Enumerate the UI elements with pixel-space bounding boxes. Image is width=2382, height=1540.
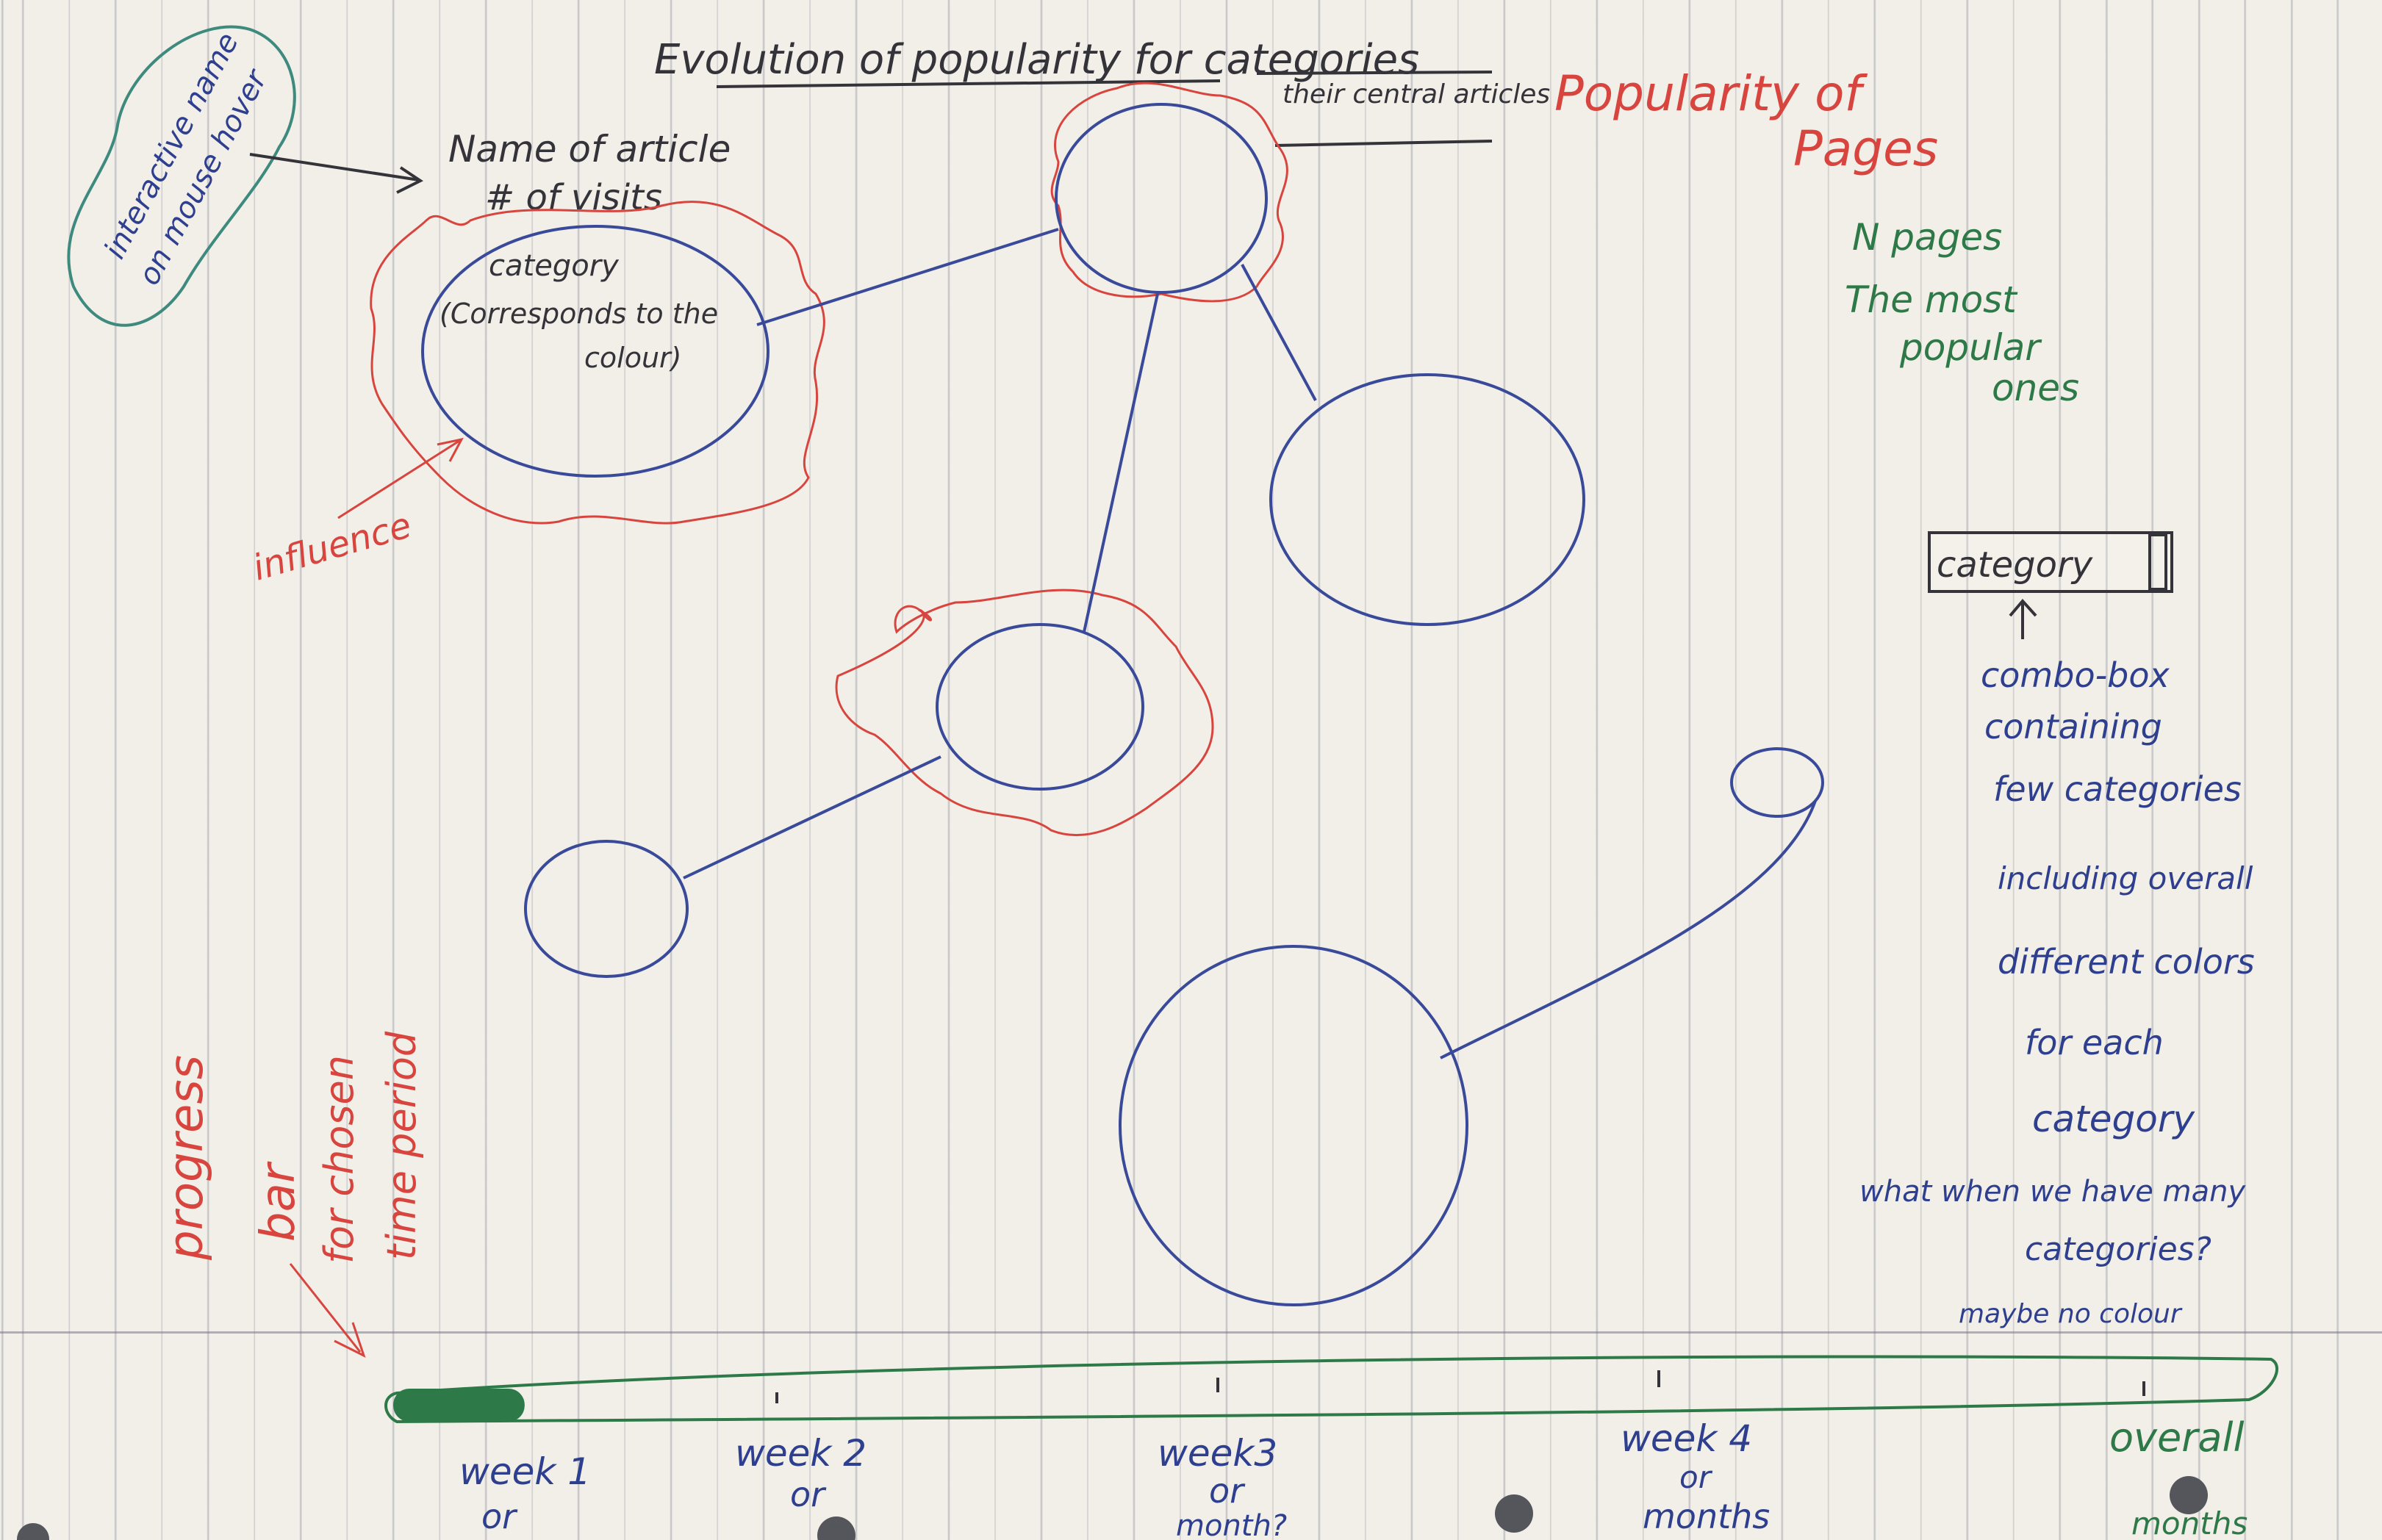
progress-bar-track[interactable] — [384, 1355, 2279, 1424]
pages-note-1: N pages — [1852, 216, 2002, 259]
influence-halo-1 — [370, 201, 825, 525]
timeline-label-2-line2: or — [790, 1475, 827, 1514]
pages-note-4: ones — [1992, 367, 2079, 409]
influence-halo-2 — [1050, 82, 1288, 303]
node-circle-large — [1119, 945, 1468, 1306]
progress-note-1: progress — [159, 1055, 214, 1261]
edge-middle-lowerleft — [683, 755, 941, 879]
influence-arrow-head — [437, 437, 464, 462]
timeline-label-2-line1: week 2 — [735, 1432, 867, 1475]
timeline-label-5-line1: overall — [2109, 1414, 2245, 1461]
progress-bar[interactable] — [384, 1355, 2279, 1424]
combo-box[interactable]: category — [1928, 531, 2173, 593]
hover-arrow — [249, 153, 420, 181]
timeline-label-3-line1: week3 — [1158, 1432, 1277, 1475]
node-circle-middle — [936, 623, 1144, 791]
circle-text-1: category — [489, 249, 620, 283]
hover-note-blob — [67, 25, 296, 327]
combo-arrow-head — [2009, 598, 2037, 617]
pages-note-2: The most — [1845, 278, 2018, 321]
timeline-label-3-line2: or — [1209, 1471, 1246, 1511]
timeline-label-3[interactable]: week3 or month? — [1158, 1432, 1287, 1540]
maybe-note: maybe no colour — [1959, 1299, 2183, 1329]
combo-note-7: category — [2032, 1098, 2195, 1140]
edge-main-top — [756, 228, 1059, 326]
progress-note-4: time period — [379, 1031, 425, 1260]
combo-box-dropdown-handle[interactable] — [2148, 533, 2167, 591]
combo-box-value: category — [1937, 544, 2093, 586]
right-title-line2: Pages — [1793, 120, 1938, 177]
question-note-1: what when we have many — [1859, 1175, 2246, 1209]
right-title-line1: Popularity of — [1554, 65, 1868, 122]
combo-note-2: containing — [1984, 707, 2162, 746]
timeline-label-2[interactable]: week 2 or — [735, 1432, 867, 1514]
edge-top-middle — [1083, 293, 1159, 633]
progress-arrow-head — [334, 1322, 366, 1358]
timeline-label-1-line1: week 1 — [459, 1450, 591, 1493]
timeline-label-5[interactable]: overall months — [2109, 1414, 2248, 1540]
title-underline — [716, 79, 1221, 88]
influence-arrow — [337, 439, 460, 519]
timeline-label-3-line3: month? — [1176, 1509, 1287, 1540]
paper-margin-line — [0, 1331, 2382, 1334]
influence-halo-3 — [835, 589, 1214, 837]
title-note: their central articles — [1283, 79, 1550, 109]
page-title: Evolution of popularity for categories — [654, 36, 1419, 84]
timeline-label-4-line3: months — [1643, 1497, 1770, 1536]
question-note-2: categories? — [2025, 1231, 2211, 1268]
binder-hole-1 — [817, 1516, 855, 1540]
combo-note-3: few categories — [1993, 769, 2242, 809]
edge-top-right — [1241, 264, 1317, 401]
node-circle-small — [1730, 747, 1824, 818]
combo-note-4: including overall — [1998, 860, 2253, 896]
circle-text-3: colour) — [584, 342, 681, 374]
combo-note-6: for each — [2025, 1023, 2164, 1062]
progress-note-3: for chosen — [316, 1055, 362, 1264]
node-circle-main — [421, 225, 770, 478]
binder-hole-4 — [17, 1523, 49, 1540]
title-underline-2 — [1256, 71, 1493, 75]
timeline-label-4[interactable]: week 4 or months — [1621, 1417, 1770, 1536]
timeline-label-1-line2: or — [481, 1497, 518, 1536]
timeline-label-4-line1: week 4 — [1621, 1417, 1752, 1460]
node-circle-right — [1269, 373, 1585, 626]
node-circle-lower-left — [524, 840, 689, 978]
binder-hole-3 — [2170, 1476, 2208, 1514]
progress-note-2: bar — [251, 1161, 306, 1242]
binder-hole-2 — [1495, 1494, 1533, 1533]
combo-note-1: combo-box — [1981, 655, 2170, 695]
edge-small-large — [1440, 800, 1817, 1059]
pages-note-3: popular — [1899, 326, 2042, 369]
progress-arrow — [289, 1263, 362, 1353]
progress-bar-fill — [393, 1389, 525, 1422]
circle-text-2: (Corresponds to the — [440, 298, 718, 330]
node-info-name: Name of article — [448, 128, 731, 170]
hover-arrow-head — [396, 166, 423, 194]
influence-label: influence — [248, 505, 416, 589]
timeline-label-1[interactable]: week 1 or — [459, 1450, 591, 1536]
combo-box-frame[interactable] — [1928, 531, 2173, 593]
combo-note-5: different colors — [1998, 942, 2255, 982]
timeline-label-4-line2: or — [1679, 1459, 1713, 1495]
title-note-underline — [1274, 140, 1493, 147]
node-circle-top — [1055, 103, 1268, 294]
